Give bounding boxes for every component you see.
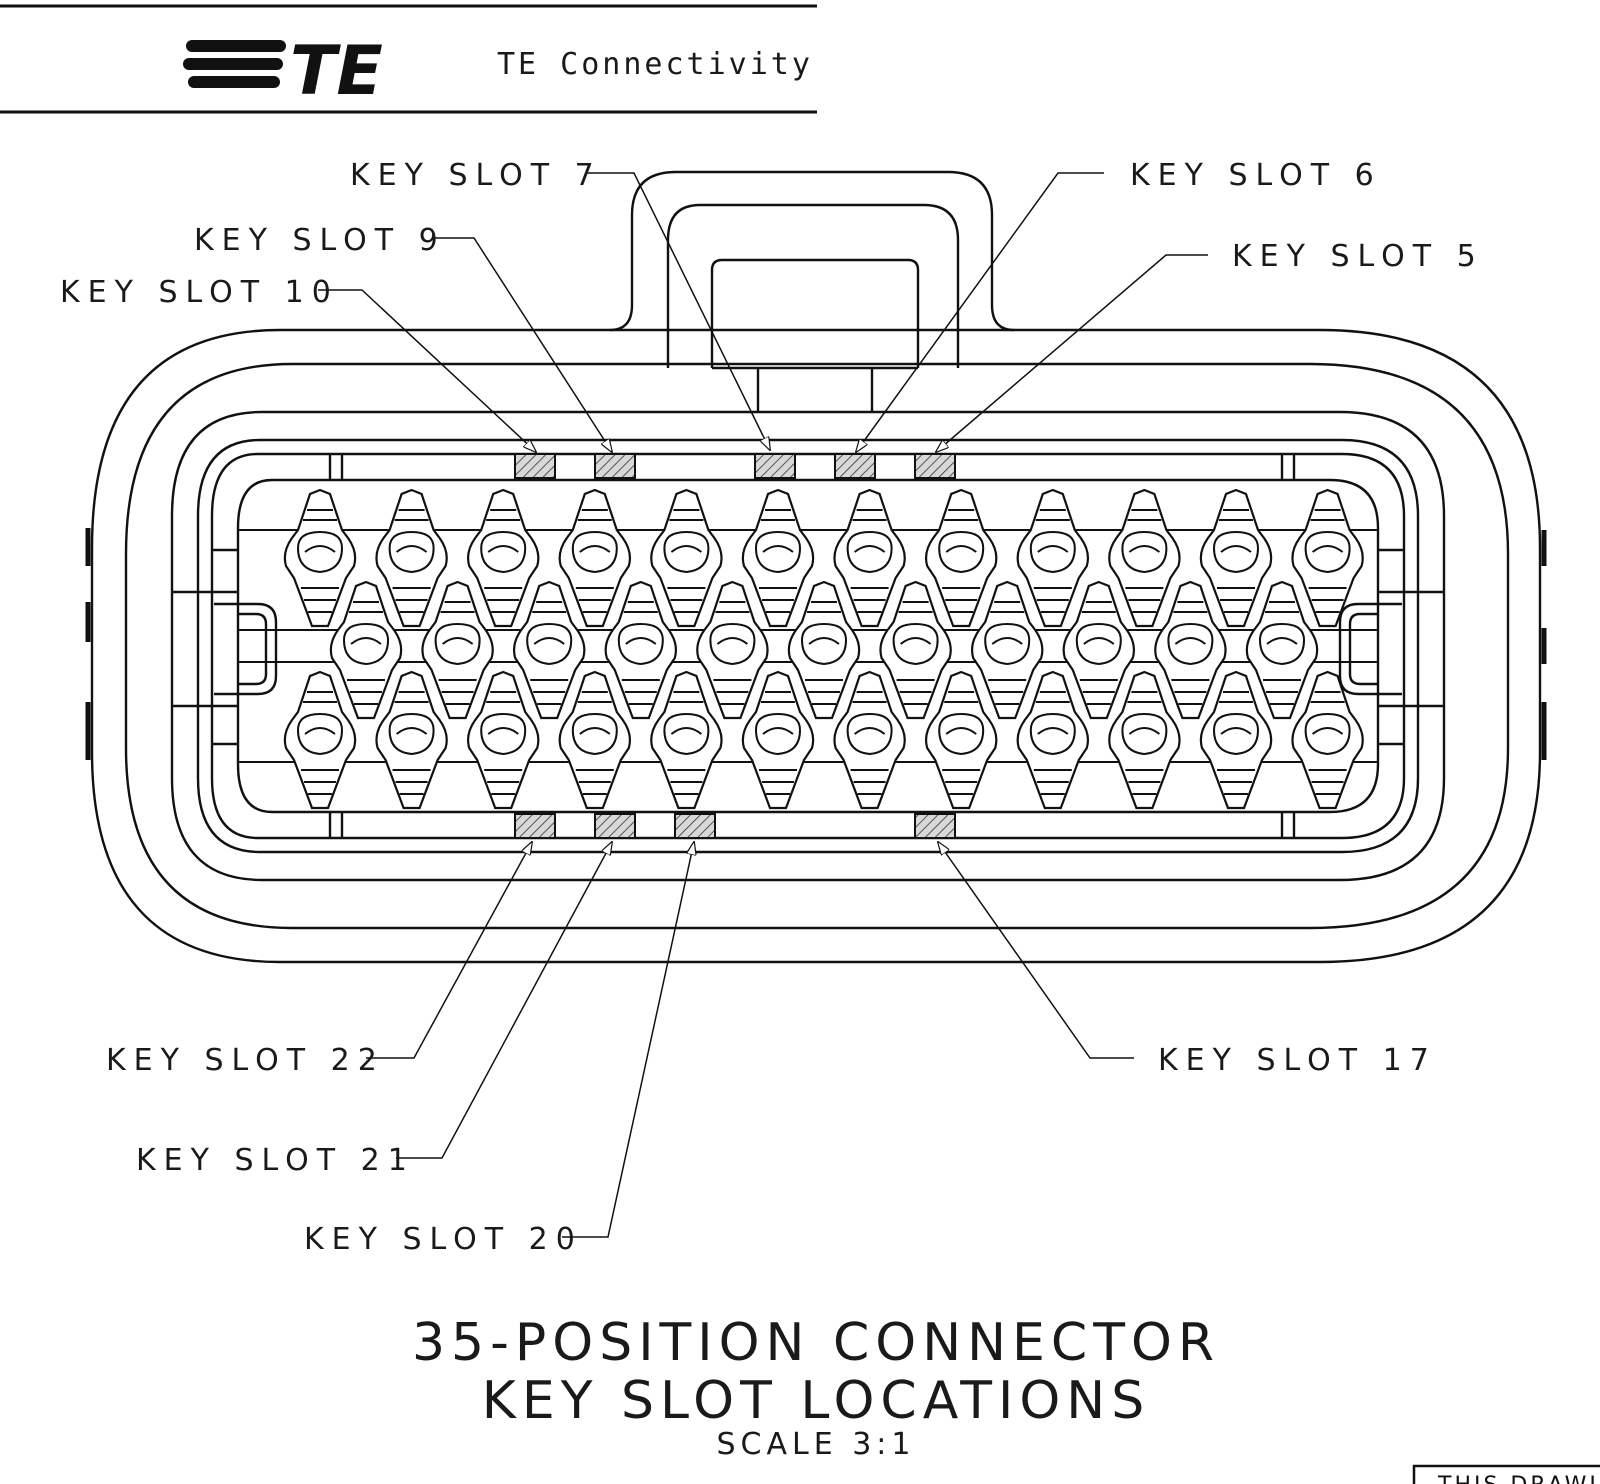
contact-cavity-6 (741, 488, 815, 628)
title-block-header: TE TE Connectivity (0, 4, 817, 114)
label-key-slot-17: KEY SLOT 17 (1158, 1043, 1437, 1078)
contact-cavity-13 (329, 580, 403, 720)
label-key-slot-21: KEY SLOT 21 (136, 1143, 415, 1178)
contact-cavity-32 (1016, 670, 1090, 810)
leader-key-slot-5 (936, 254, 1208, 452)
leader-key-slot-17 (938, 842, 1134, 1059)
te-logo: TE (183, 32, 383, 111)
contact-cavity-5 (650, 488, 723, 628)
contact-cavity-26 (466, 670, 540, 810)
label-key-slot-7: KEY SLOT 7 (350, 158, 602, 193)
contact-cavity-3 (466, 488, 540, 628)
leader-key-slot-10 (318, 289, 536, 452)
leader-lines (318, 172, 1208, 1238)
contact-cavities (283, 488, 1364, 810)
key-slot-7 (754, 453, 796, 479)
scale-note: SCALE 3:1 (717, 1427, 916, 1462)
contact-cavity-25 (375, 670, 448, 810)
key-slot-6 (834, 453, 876, 479)
label-key-slot-20: KEY SLOT 20 (304, 1222, 583, 1257)
key-slot-21 (594, 813, 636, 839)
contact-cavity-28 (650, 670, 723, 810)
key-slot-9 (594, 453, 636, 479)
contact-cavity-24 (283, 670, 357, 810)
title-line-1: 35-POSITION CONNECTOR (412, 1313, 1220, 1373)
contact-cavity-9 (1016, 488, 1090, 628)
leader-key-slot-6 (856, 172, 1104, 452)
key-slot-5 (914, 453, 956, 479)
notes-box: THIS DRAWING (1412, 1464, 1600, 1484)
contact-cavity-33 (1108, 670, 1181, 810)
contact-cavity-8 (924, 488, 998, 628)
key-slots (514, 453, 956, 839)
contact-cavity-29 (741, 670, 815, 810)
leader-key-slot-22 (366, 842, 532, 1059)
leader-key-slot-9 (432, 237, 612, 452)
contact-cavity-7 (833, 488, 906, 628)
key-slot-22 (514, 813, 556, 839)
contact-cavity-31 (924, 670, 998, 810)
leader-key-slot-20 (562, 842, 694, 1238)
label-key-slot-9: KEY SLOT 9 (194, 223, 446, 258)
title-line-2: KEY SLOT LOCATIONS (482, 1371, 1150, 1431)
contact-cavity-22 (1154, 580, 1227, 720)
contact-cavity-2 (375, 488, 448, 628)
contact-cavity-15 (512, 580, 586, 720)
leader-key-slot-21 (396, 842, 612, 1159)
contact-cavity-14 (421, 580, 494, 720)
contact-cavity-20 (970, 580, 1044, 720)
contact-cavity-23 (1245, 580, 1319, 720)
connector-housing (85, 170, 1547, 964)
te-logo-text: TE (290, 32, 383, 111)
drawing-title: 35-POSITION CONNECTOR KEY SLOT LOCATIONS… (412, 1313, 1220, 1462)
contact-cavity-4 (558, 488, 632, 628)
label-key-slot-5: KEY SLOT 5 (1232, 239, 1484, 274)
contact-cavity-17 (696, 580, 769, 720)
contact-cavity-21 (1062, 580, 1136, 720)
contact-cavity-10 (1108, 488, 1181, 628)
label-key-slot-22: KEY SLOT 22 (106, 1043, 385, 1078)
key-slot-17 (914, 813, 956, 839)
label-key-slot-6: KEY SLOT 6 (1130, 158, 1382, 193)
label-key-slot-10: KEY SLOT 10 (60, 275, 339, 310)
contact-cavity-34 (1199, 670, 1273, 810)
contact-cavity-27 (558, 670, 632, 810)
contact-cavity-19 (879, 580, 952, 720)
key-slot-10 (514, 453, 556, 479)
contact-cavity-11 (1199, 488, 1273, 628)
callout-labels: KEY SLOT 7 KEY SLOT 9 KEY SLOT 10 KEY SL… (60, 158, 1484, 1257)
contact-cavity-16 (604, 580, 678, 720)
contact-cavity-18 (787, 580, 861, 720)
leader-key-slot-7 (586, 172, 770, 450)
company-name: TE Connectivity (497, 47, 813, 82)
notes-text-fragment: THIS DRAWING (1437, 1473, 1600, 1484)
contact-cavity-30 (833, 670, 906, 810)
key-slot-20 (674, 813, 716, 839)
contact-cavity-1 (283, 488, 357, 628)
